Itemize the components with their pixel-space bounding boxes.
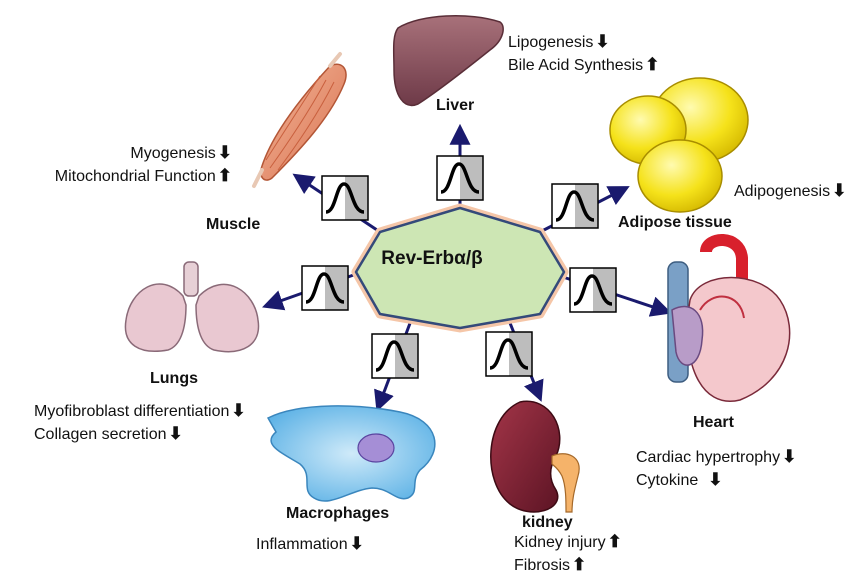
arrow-up-icon: ⬆ bbox=[218, 166, 232, 185]
adipose-icon bbox=[610, 78, 748, 212]
organ-name-heart: Heart bbox=[693, 414, 734, 432]
arrow-down-icon: ⬇ bbox=[595, 32, 609, 51]
arrow-down-icon: ⬇ bbox=[350, 534, 364, 553]
rhythm-icon bbox=[570, 268, 616, 312]
effect-item: Mitochondrial Function⬆ bbox=[55, 165, 232, 188]
rhythm-icon bbox=[437, 156, 483, 200]
rhythm-icon bbox=[552, 184, 598, 228]
rhythm-icon bbox=[322, 176, 368, 220]
liver-icon bbox=[394, 16, 504, 106]
effect-item: Lipogenesis⬇ bbox=[508, 31, 659, 54]
effect-item: Adipogenesis⬇ bbox=[734, 180, 846, 203]
organ-name-adipose: Adipose tissue bbox=[618, 214, 732, 232]
effects-heart: Cardiac hypertrophy⬇ Cytokine⬇ bbox=[636, 446, 796, 492]
rhythm-icon bbox=[372, 334, 418, 378]
arrow-down-icon: ⬇ bbox=[218, 143, 232, 162]
effect-item: Fibrosis⬆ bbox=[514, 554, 622, 577]
effect-item: Inflammation⬇ bbox=[256, 533, 364, 556]
effect-item: Kidney injury⬆ bbox=[514, 531, 622, 554]
effects-muscle: Myogenesis⬇ Mitochondrial Function⬆ bbox=[55, 142, 232, 188]
lungs-icon bbox=[125, 262, 258, 352]
organ-name-liver: Liver bbox=[436, 97, 474, 115]
heart-icon bbox=[668, 240, 790, 401]
effect-item: Collagen secretion⬇ bbox=[34, 423, 246, 446]
effect-item: Myofibroblast differentiation⬇ bbox=[34, 400, 246, 423]
effect-item: Cytokine⬇ bbox=[636, 469, 796, 492]
organ-name-muscle: Muscle bbox=[206, 216, 260, 234]
arrow-down-icon: ⬇ bbox=[832, 181, 846, 200]
effect-item: Bile Acid Synthesis⬆ bbox=[508, 54, 659, 77]
effects-liver: Lipogenesis⬇ Bile Acid Synthesis⬆ bbox=[508, 31, 659, 77]
arrow-down-icon: ⬇ bbox=[708, 470, 722, 489]
rhythm-icon bbox=[302, 266, 348, 310]
hub-label: Rev-Erbα/β bbox=[372, 248, 492, 270]
arrow-down-icon: ⬇ bbox=[231, 401, 245, 420]
effects-macrophages: Inflammation⬇ bbox=[256, 533, 364, 556]
arrow-up-icon: ⬆ bbox=[572, 555, 586, 574]
arrow-down-icon: ⬇ bbox=[169, 424, 183, 443]
organ-name-lungs: Lungs bbox=[150, 370, 198, 388]
arrow-up-icon: ⬆ bbox=[608, 532, 622, 551]
macrophage-icon bbox=[268, 406, 435, 501]
arrow-down-icon: ⬇ bbox=[782, 447, 796, 466]
muscle-icon bbox=[254, 54, 346, 186]
organ-name-kidney: kidney bbox=[522, 514, 573, 532]
effects-adipose: Adipogenesis⬇ bbox=[734, 180, 846, 203]
rhythm-icon bbox=[486, 332, 532, 376]
kidney-icon bbox=[491, 401, 579, 512]
effects-kidney: Kidney injury⬆ Fibrosis⬆ bbox=[514, 531, 622, 577]
effect-item: Cardiac hypertrophy⬇ bbox=[636, 446, 796, 469]
arrow-up-icon: ⬆ bbox=[645, 55, 659, 74]
organ-name-macrophages: Macrophages bbox=[286, 505, 389, 523]
effects-lungs: Myofibroblast differentiation⬇ Collagen … bbox=[34, 400, 246, 446]
effect-item: Myogenesis⬇ bbox=[55, 142, 232, 165]
